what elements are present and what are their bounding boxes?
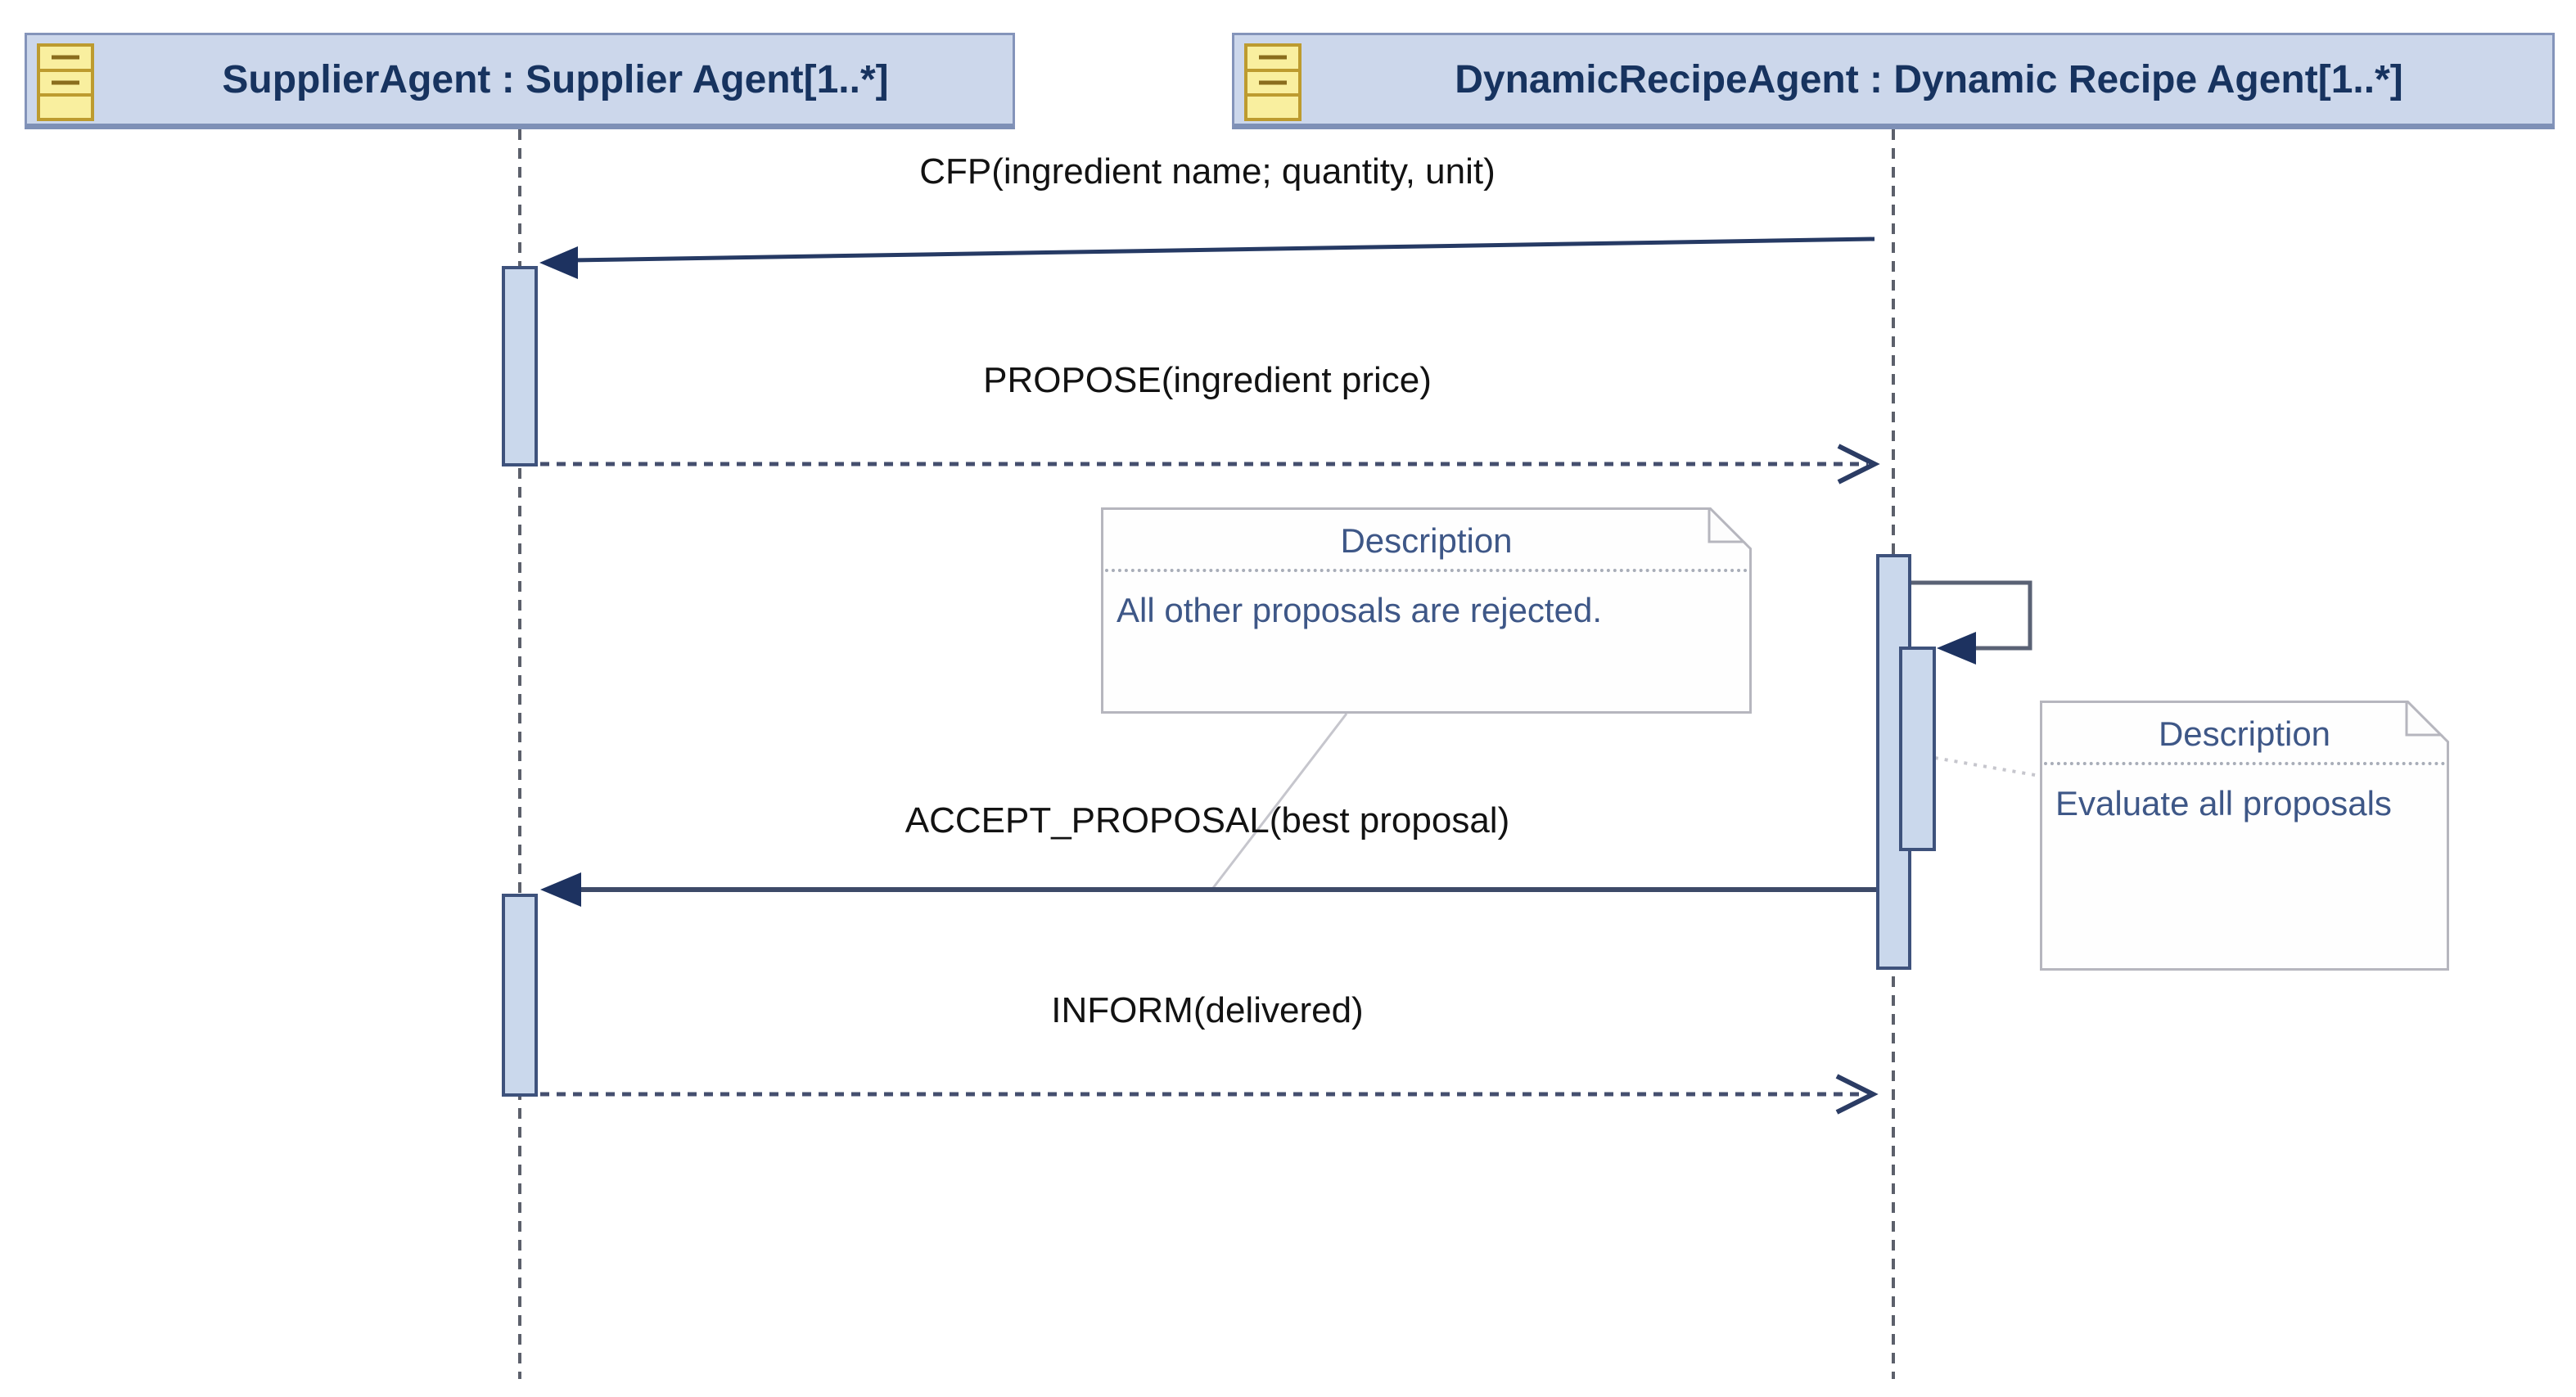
activation-supplier-2	[502, 894, 538, 1097]
participant-label: DynamicRecipeAgent : Dynamic Recipe Agen…	[1455, 57, 2403, 101]
message-label-inform: INFORM(delivered)	[1051, 990, 1364, 1030]
note-evaluate: Description Evaluate all proposals	[2040, 701, 2449, 971]
activation-supplier-1	[502, 266, 538, 466]
arrowhead-self-message	[1937, 632, 1976, 665]
note-title: Description	[2044, 703, 2445, 765]
note-connector-evaluate	[1924, 755, 2041, 777]
agent-icon	[37, 43, 94, 121]
arrowhead-inform	[1835, 1074, 1879, 1115]
message-label-propose: PROPOSE(ingredient price)	[983, 360, 1432, 400]
note-connector-rejected	[1211, 713, 1348, 889]
self-message-loop	[1911, 580, 2032, 651]
agent-icon	[1244, 43, 1302, 121]
activation-recipe-nested	[1899, 647, 1936, 851]
note-fold-corner	[2405, 701, 2449, 745]
note-fold-corner	[1708, 507, 1752, 552]
participant-supplier-agent: SupplierAgent : Supplier Agent[1..*]	[25, 33, 1015, 129]
arrowhead-accept-proposal	[540, 872, 581, 907]
note-body: Evaluate all proposals	[2055, 784, 2392, 822]
note-rejected: Description All other proposals are reje…	[1101, 507, 1752, 714]
message-label-cfp: CFP(ingredient name; quantity, unit)	[919, 151, 1496, 192]
participant-label: SupplierAgent : Supplier Agent[1..*]	[222, 57, 889, 101]
arrowhead-propose	[1837, 444, 1880, 484]
note-title: Description	[1105, 510, 1748, 572]
participant-dynamic-recipe-agent: DynamicRecipeAgent : Dynamic Recipe Agen…	[1232, 33, 2555, 129]
message-line-cfp	[571, 237, 1875, 263]
arrowhead-cfp	[539, 246, 578, 279]
note-body: All other proposals are rejected.	[1117, 591, 1602, 629]
message-label-accept-proposal: ACCEPT_PROPOSAL(best proposal)	[905, 800, 1510, 840]
